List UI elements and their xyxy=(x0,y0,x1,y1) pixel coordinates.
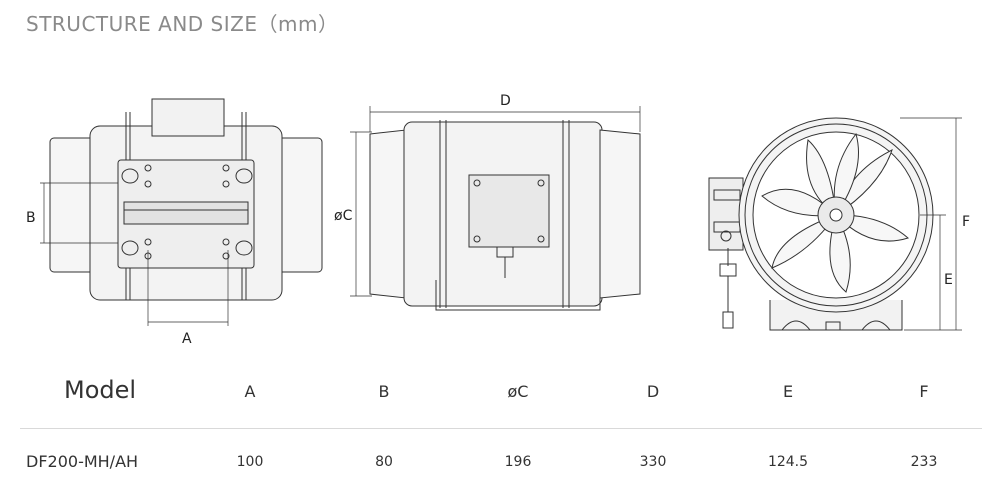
bottom-view xyxy=(40,98,323,326)
header-f: F xyxy=(919,382,929,401)
header-model: Model xyxy=(64,376,137,404)
cell-model: DF200-MH/AH xyxy=(26,452,139,471)
side-view xyxy=(350,106,641,311)
header-b: B xyxy=(378,382,390,401)
technical-drawings: B A D øC xyxy=(26,93,970,347)
cell-c: 196 xyxy=(504,454,532,470)
label-b: B xyxy=(26,210,36,226)
front-view xyxy=(708,117,962,331)
cell-e: 124.5 xyxy=(767,454,809,470)
label-d: D xyxy=(500,93,511,109)
header-e: E xyxy=(782,382,794,401)
label-c: øC xyxy=(334,208,353,224)
table-row: DF200-MH/AH 100 80 196 330 124.5 233 xyxy=(0,446,988,480)
cell-b: 80 xyxy=(375,454,393,470)
header-d: D xyxy=(646,382,660,401)
page-title: STRUCTURE AND SIZE（mm） xyxy=(26,12,339,36)
table-divider xyxy=(20,428,982,429)
label-a: A xyxy=(182,331,192,347)
header-a: A xyxy=(244,382,256,401)
cell-a: 100 xyxy=(236,454,264,470)
cell-d: 330 xyxy=(639,454,667,470)
spec-table-header: Model A B øC D E F xyxy=(0,370,988,416)
label-e: E xyxy=(944,272,953,288)
label-f: F xyxy=(962,214,970,230)
cell-f: 233 xyxy=(910,454,938,470)
header-c: øC xyxy=(507,382,529,401)
